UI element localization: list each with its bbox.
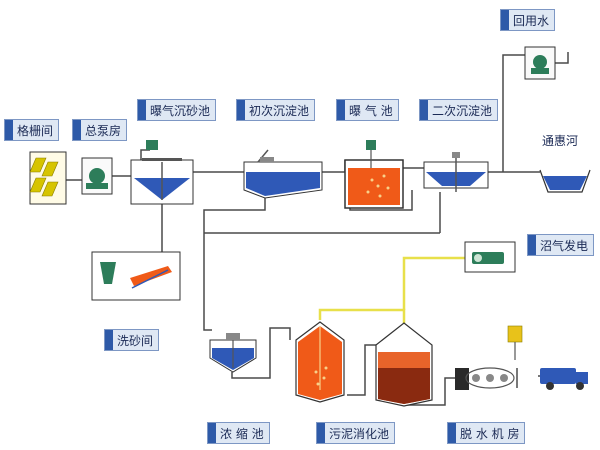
label-main-pump-house: 总泵房 bbox=[72, 119, 128, 141]
digester-tank-1 bbox=[295, 321, 345, 403]
label-text: 洗砂间 bbox=[117, 333, 154, 348]
sand-washer bbox=[91, 251, 181, 301]
primary-clarifier bbox=[243, 149, 323, 199]
label-thickener: 浓 缩 池 bbox=[207, 422, 270, 444]
digester-tank-2 bbox=[375, 322, 433, 407]
label-text: 脱 水 机 房 bbox=[460, 426, 520, 441]
dewatering-machine bbox=[455, 325, 523, 390]
gas-pipe-digesters bbox=[318, 308, 406, 323]
label-river: 通惠河 bbox=[542, 134, 579, 148]
aerated-grit-chamber bbox=[130, 140, 194, 205]
label-marker bbox=[237, 100, 245, 120]
label-marker bbox=[337, 100, 345, 120]
label-marker bbox=[73, 120, 81, 140]
label-marker bbox=[5, 120, 13, 140]
pipe-digester-to-digester bbox=[347, 344, 378, 396]
main-pump bbox=[81, 157, 113, 195]
label-text: 浓 缩 池 bbox=[220, 426, 264, 441]
reuse-water-pump bbox=[524, 46, 556, 80]
label-primary-clarifier: 初次沉淀池 bbox=[236, 99, 316, 121]
label-marker bbox=[448, 423, 456, 443]
secondary-clarifier bbox=[423, 152, 489, 192]
label-biogas-power: 沼气发电 bbox=[527, 234, 595, 256]
biogas-generator bbox=[464, 241, 516, 273]
label-text: 曝 气 池 bbox=[349, 103, 393, 118]
label-text: 二次沉淀池 bbox=[432, 103, 493, 118]
label-marker bbox=[528, 235, 536, 255]
label-marker bbox=[138, 100, 146, 120]
label-sand-washing-room: 洗砂间 bbox=[104, 329, 160, 351]
label-marker bbox=[317, 423, 325, 443]
pipe-thickener-to-digester bbox=[231, 327, 291, 379]
pipe-primary-to-aeration bbox=[322, 160, 346, 173]
biogas-pipes bbox=[318, 256, 465, 323]
label-secondary-clarifier: 二次沉淀池 bbox=[419, 99, 499, 121]
gas-pipe-to-power bbox=[402, 256, 465, 310]
label-text: 曝气沉砂池 bbox=[150, 103, 211, 118]
pipe-reuse-out bbox=[555, 52, 569, 64]
sludge-truck bbox=[540, 368, 588, 390]
label-text: 回用水 bbox=[513, 13, 550, 28]
aeration-tank bbox=[344, 140, 404, 209]
label-grille-chamber: 格栅间 bbox=[4, 119, 60, 141]
thickener-tank bbox=[209, 333, 257, 373]
label-marker bbox=[105, 330, 113, 350]
label-aerated-grit-chamber: 曝气沉砂池 bbox=[137, 99, 217, 121]
label-marker bbox=[208, 423, 216, 443]
label-text: 总泵房 bbox=[85, 123, 122, 138]
label-sludge-digester: 污泥消化池 bbox=[316, 422, 396, 444]
label-marker bbox=[501, 10, 509, 30]
label-aeration-tank: 曝 气 池 bbox=[336, 99, 399, 121]
river-channel bbox=[539, 169, 591, 193]
label-reuse-water: 回用水 bbox=[500, 9, 556, 31]
label-text: 污泥消化池 bbox=[329, 426, 390, 441]
label-dewatering-room: 脱 水 机 房 bbox=[447, 422, 526, 444]
grille-chamber bbox=[29, 151, 67, 205]
label-text: 格栅间 bbox=[17, 123, 54, 138]
label-marker bbox=[420, 100, 428, 120]
label-text: 初次沉淀池 bbox=[249, 103, 310, 118]
pipe-primary-sludge bbox=[203, 196, 266, 331]
label-text: 沼气发电 bbox=[540, 238, 589, 253]
pipe-to-reuse bbox=[502, 54, 525, 172]
